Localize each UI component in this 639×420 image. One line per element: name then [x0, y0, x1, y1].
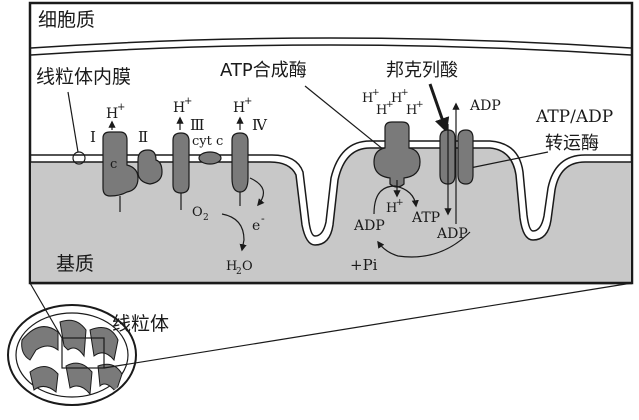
translocase-adp-bottom: ADP — [436, 226, 468, 242]
synthase-h-3: H — [391, 91, 402, 106]
label-matrix: 基质 — [56, 253, 94, 275]
h2o-o: O — [242, 259, 253, 274]
complex-2-label: Ⅱ — [138, 128, 148, 146]
label-atp-synthase: ATP合成酶 — [220, 60, 307, 81]
synthase-h-3-plus: + — [401, 88, 409, 98]
outer-membrane-line-2 — [30, 44, 632, 56]
zoom-line-right — [103, 282, 633, 369]
o2-label: O — [192, 205, 203, 220]
atp-return-arrow — [377, 231, 471, 258]
complex-3-h-plus: + — [184, 96, 192, 107]
complex-1-shape — [102, 131, 139, 197]
translocase-pointer — [469, 151, 549, 169]
complex-1-label: Ⅰ — [90, 128, 96, 146]
o2-to-water-arrow — [221, 213, 247, 252]
synthase-atp: ATP — [411, 210, 440, 226]
complex-1-h: H — [106, 106, 118, 122]
translocase-right — [457, 129, 474, 185]
inner-membrane-pointer — [67, 91, 79, 153]
synthase-h-inside: H — [386, 201, 397, 216]
mitochondrion-zoom-box — [61, 337, 105, 369]
complex-1-h-plus: + — [117, 102, 125, 113]
synthase-h-inside-plus: + — [396, 198, 404, 208]
inner-membrane-line-2 — [31, 140, 631, 237]
complex-1-c-label: c — [110, 157, 117, 172]
synthase-adp: ADP — [353, 218, 385, 234]
label-translocase-line1: ATP/ADP — [535, 107, 613, 127]
complex-2-shape — [137, 149, 163, 185]
h2o-h: H — [226, 259, 237, 274]
complex-3-h: H — [173, 100, 185, 116]
label-bongkrekic-acid: 邦克列酸 — [386, 60, 458, 81]
complex-4-h: H — [233, 100, 245, 116]
e-minus: - — [261, 212, 265, 225]
h2o-sub: 2 — [236, 267, 242, 277]
electron-curve — [249, 177, 265, 207]
translocase-adp-top: ADP — [469, 98, 501, 114]
o2-sub: 2 — [203, 213, 209, 223]
complex-3-shape — [172, 132, 190, 194]
cytc-shape — [198, 151, 222, 165]
synthase-h-2-plus: + — [386, 100, 394, 110]
label-inner-membrane: 线粒体内膜 — [36, 66, 131, 88]
synthase-h-1: H — [362, 91, 373, 106]
bongkrekic-arrow — [428, 83, 450, 133]
zoom-line-left — [29, 282, 63, 339]
outer-membrane-line — [30, 37, 632, 49]
label-translocase-line2: 转运酶 — [545, 133, 599, 154]
synthase-h-1-plus: + — [372, 88, 380, 98]
complex-4-label: Ⅳ — [252, 116, 268, 134]
complex-4-shape — [231, 132, 249, 193]
synthase-h-4-plus: + — [416, 100, 424, 110]
cytc-label: cyt c — [192, 134, 223, 149]
complex-4-h-plus: + — [244, 96, 252, 107]
synthase-h-4: H — [406, 103, 417, 118]
adp-to-atp-arrow — [373, 185, 419, 215]
inner-membrane-line — [31, 147, 631, 246]
synthase-pi: +Pi — [350, 256, 378, 274]
e-label: e — [252, 218, 260, 234]
atp-synthase-shape — [373, 121, 421, 188]
complex-3-label: Ⅲ — [190, 116, 204, 134]
label-mitochondrion: 线粒体 — [112, 313, 169, 335]
inner-membrane-pointer-circle — [72, 151, 86, 165]
label-cytoplasm: 细胞质 — [38, 9, 95, 31]
atp-synthase-pointer — [304, 85, 385, 151]
synthase-h-2: H — [376, 103, 387, 118]
